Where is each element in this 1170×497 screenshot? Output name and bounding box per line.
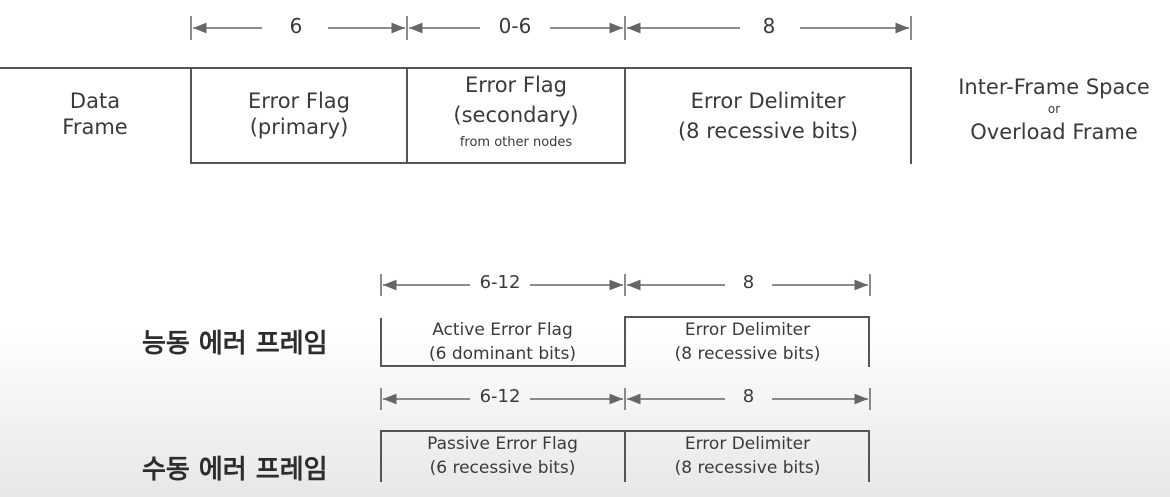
error-flag-secondary-label: Error Flag (secondary) from other nodes [453,73,579,150]
signal-edge [868,316,870,367]
dim-label-6-12: 6-12 [479,272,521,293]
active-error-flag-label: Active Error Flag (6 dominant bits) [428,320,577,365]
passive-error-delimiter-label: Error Delimiter (8 recessive bits) [674,434,821,479]
signal-edge [624,430,626,482]
error-flag-primary-label: Error Flag (primary) [248,89,350,140]
signal-edge [380,318,382,367]
error-delimiter-label: Error Delimiter (8 recessive bits) [677,89,859,144]
signal-line-high [624,316,870,318]
dim-label-8: 8 [742,386,755,407]
signal-edge [380,430,382,482]
inter-frame-space-label: Inter-Frame Space or Overload Frame [958,75,1150,145]
signal-edge [624,67,626,164]
signal-line-low [380,365,626,367]
signal-edge [624,316,626,367]
dim-label-6-12: 6-12 [479,386,521,407]
dim-label-6: 6 [289,14,303,38]
passive-error-flag-label: Passive Error Flag (6 recessive bits) [427,434,578,479]
signal-edge [868,430,870,482]
dim-label-0-6: 0-6 [498,14,532,38]
signal-edge [910,67,912,164]
active-error-delimiter-label: Error Delimiter (8 recessive bits) [674,320,821,365]
signal-line-low [190,162,626,164]
active-error-frame-title: 능동 에러 프레임 [142,329,328,359]
signal-line-high [0,67,912,69]
data-frame-label: Data Frame [62,89,128,140]
dim-label-8: 8 [742,272,755,293]
passive-error-frame-title: 수동 에러 프레임 [142,455,328,485]
dim-label-8: 8 [762,14,776,38]
signal-edge [406,67,408,164]
signal-edge [190,67,192,164]
